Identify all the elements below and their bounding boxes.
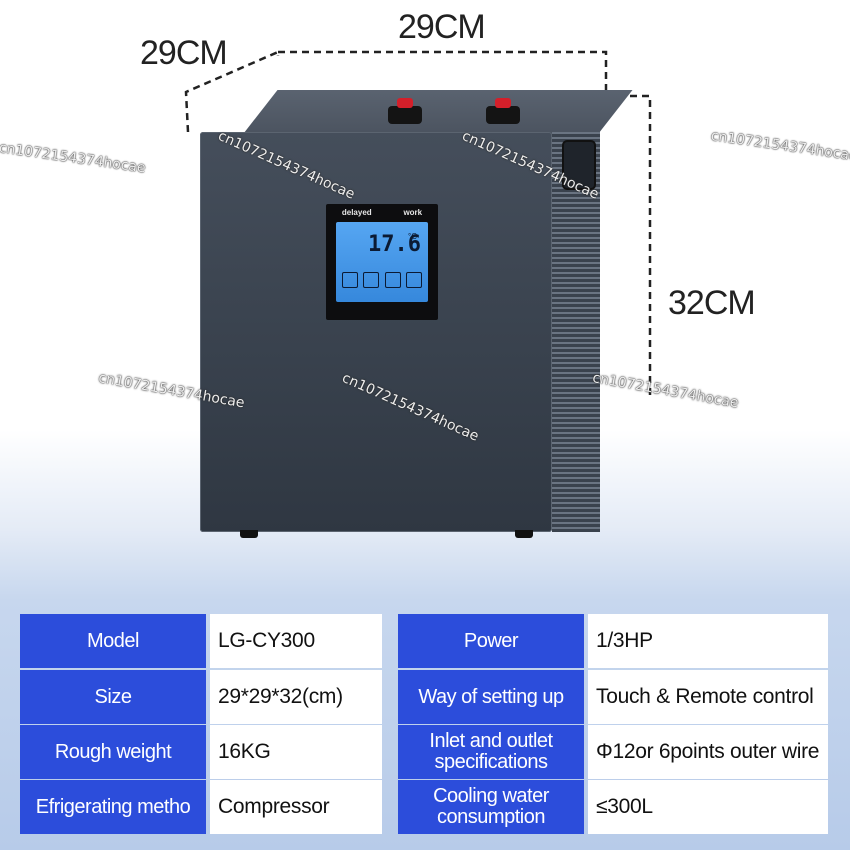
spec-row: Model LG-CY300 [20,614,382,668]
dimension-height-label: 32CM [668,284,756,322]
spec-value: Touch & Remote control [588,670,828,724]
chiller-unit-image: delayed work 17.6 °C [190,90,633,550]
spec-label: Inlet and outlet specifications [398,725,584,779]
temperature-readout: 17.6 [368,232,421,257]
spec-row: Power 1/3HP [398,614,828,668]
up-arrow-icon [384,272,401,288]
spec-value: 1/3HP [588,614,828,668]
unit-foot [240,530,258,538]
mode-icon [342,272,358,288]
spec-row: Rough weight 16KG [20,725,382,779]
unit-top-panel [240,90,633,138]
spec-row: Way of setting up Touch & Remote control [398,670,828,724]
unit-foot [515,530,533,538]
control-display: delayed work 17.6 °C [326,204,438,320]
unit-side-vent [552,132,600,532]
spec-value: 29*29*32(cm) [210,670,382,724]
spec-label: Way of setting up [398,670,584,724]
spec-label: Rough weight [20,725,206,779]
spec-value: Compressor [210,780,382,834]
inlet-connector-icon [388,98,422,124]
spec-row: Inlet and outlet specifications Φ12or 6p… [398,725,828,779]
dimension-width-label: 29CM [398,8,486,46]
unit-front-panel: delayed work 17.6 °C [200,132,552,532]
spec-label: Efrigerating metho [20,780,206,834]
display-work-label: work [403,208,423,217]
snowflake-icon [363,272,380,288]
spec-row: Size 29*29*32(cm) [20,670,382,724]
outlet-connector-icon [486,98,520,124]
handle-icon [562,140,596,190]
display-delayed-label: delayed [341,208,372,217]
spec-value: 16KG [210,725,382,779]
spec-value: LG-CY300 [210,614,382,668]
spec-row: Efrigerating metho Compressor [20,780,382,834]
spec-value: Φ12or 6points outer wire [588,725,828,779]
temperature-unit: °C [408,232,417,241]
lcd-screen: 17.6 °C [336,222,428,302]
spec-label: Power [398,614,584,668]
spec-row: Cooling water consumption ≤300L [398,780,828,834]
spec-label: Model [20,614,206,668]
spec-value: ≤300L [588,780,828,834]
spec-label: Size [20,670,206,724]
down-arrow-icon [405,272,422,288]
spec-label: Cooling water consumption [398,780,584,834]
dimension-depth-label: 29CM [140,34,228,72]
